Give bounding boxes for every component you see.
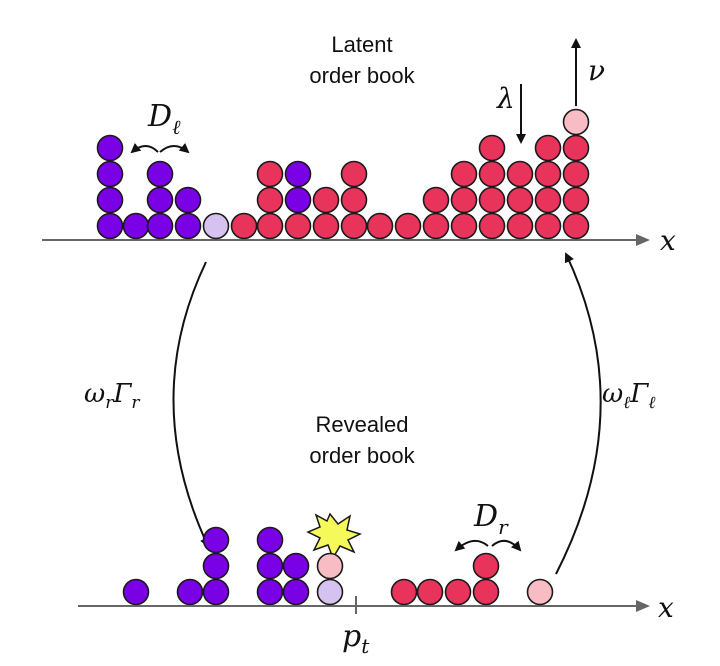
- revealed-bid-order: [282, 578, 310, 606]
- latent-ask-order: [256, 212, 284, 240]
- latent-bid-order: [96, 134, 124, 162]
- order-balls: [96, 108, 590, 606]
- revealed-bid-order: [176, 578, 204, 606]
- revealed-ask-order: [444, 578, 472, 606]
- price-label: pt: [342, 619, 370, 658]
- latent-ask-order: [394, 212, 422, 240]
- latent-bid-order: [96, 212, 124, 240]
- latent-ask-order: [422, 186, 450, 214]
- latent-bid-order: [146, 186, 174, 214]
- D-r-label: Dr: [473, 499, 509, 539]
- D-r-arrow-right: [491, 539, 522, 552]
- latent-ask-order: [312, 186, 340, 214]
- latent-bid-order: [146, 160, 174, 188]
- revealed-bid-order: [202, 526, 230, 554]
- latent-ask-order: [340, 212, 368, 240]
- revealed-bid-order: [256, 578, 284, 606]
- latent-ask-order: [534, 186, 562, 214]
- latent-ask-order: [534, 134, 562, 162]
- revealed-title-line1: Revealed: [316, 412, 409, 437]
- latent-ask-order: [562, 134, 590, 162]
- latent-ask-order: [478, 186, 506, 214]
- latent-ask-order: [256, 186, 284, 214]
- latent-ask-order: [312, 212, 340, 240]
- hide-rate-label: ωℓΓℓ: [602, 379, 655, 413]
- revealed-title-line2: order book: [309, 443, 415, 468]
- latent-ask-order: [562, 160, 590, 188]
- latent-ask-order: [340, 186, 368, 214]
- revealed-bid-ghost-order: [316, 578, 344, 606]
- latent-axis-label: x: [660, 224, 676, 257]
- D-ell-arrow-right: [159, 142, 190, 154]
- D-ell-label: Dℓ: [147, 99, 181, 139]
- revealed-ask-order: [416, 578, 444, 606]
- revealed-ask-order: [472, 552, 500, 580]
- revealed-bid-order: [202, 578, 230, 606]
- latent-bid-order: [122, 212, 150, 240]
- latent-bid-order: [284, 160, 312, 188]
- latent-ask-order: [534, 212, 562, 240]
- latent-ask-order: [422, 212, 450, 240]
- hide-arrow: [555, 252, 602, 575]
- D-ell-arrow-left: [130, 142, 159, 154]
- execution-burst-icon: [306, 512, 363, 560]
- latent-ask-order: [340, 160, 368, 188]
- latent-ask-order: [230, 212, 258, 240]
- revealed-bid-order: [256, 526, 284, 554]
- latent-bid-order: [146, 212, 174, 240]
- latent-title-line2: order book: [309, 63, 415, 88]
- latent-ask-order: [366, 212, 394, 240]
- latent-ask-order: [478, 160, 506, 188]
- revealed-bid-order: [256, 552, 284, 580]
- reveal-arrow: [172, 261, 210, 548]
- latent-ask-order: [562, 186, 590, 214]
- latent-bid-ghost-order: [202, 212, 230, 240]
- latent-ask-order: [534, 160, 562, 188]
- latent-ask-order: [562, 212, 590, 240]
- revealed-ask-order: [472, 578, 500, 606]
- latent-ask-ghost-order: [562, 108, 590, 136]
- latent-bid-order: [174, 186, 202, 214]
- latent-ask-order: [506, 160, 534, 188]
- latent-ask-order: [478, 212, 506, 240]
- revealed-ask-order: [390, 578, 418, 606]
- latent-ask-order: [478, 134, 506, 162]
- D-r-arrow-left: [454, 539, 489, 552]
- latent-bid-order: [96, 160, 124, 188]
- latent-ask-order: [256, 160, 284, 188]
- latent-bid-order: [96, 186, 124, 214]
- revealed-bid-order: [122, 578, 150, 606]
- lambda-label: λ: [496, 82, 515, 115]
- revealed-axis-label: x: [658, 591, 674, 624]
- latent-ask-order: [450, 186, 478, 214]
- latent-ask-order: [450, 212, 478, 240]
- nu-label: ν: [588, 54, 605, 87]
- latent-ask-order: [506, 186, 534, 214]
- revealed-bid-order: [282, 552, 310, 580]
- latent-ask-order: [450, 160, 478, 188]
- latent-title-line1: Latent: [331, 32, 392, 57]
- reveal-rate-label: ωrΓr: [84, 379, 140, 413]
- latent-bid-order: [284, 186, 312, 214]
- revealed-bid-order: [202, 552, 230, 580]
- latent-ask-order: [506, 212, 534, 240]
- revealed-ask-ghost-order: [316, 552, 344, 580]
- latent-bid-order: [174, 212, 202, 240]
- latent-ask-order: [284, 212, 312, 240]
- revealed-ask-ghost-order: [526, 578, 554, 606]
